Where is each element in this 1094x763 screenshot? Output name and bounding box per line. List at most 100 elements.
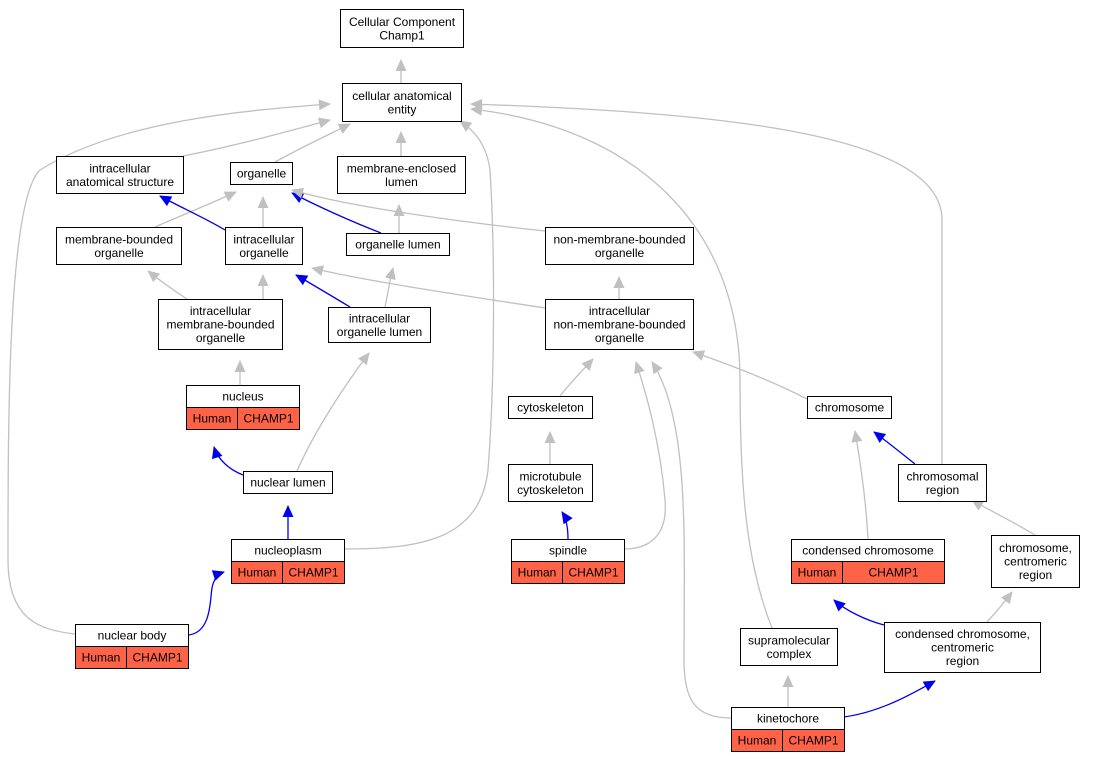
node-label: nuclear lumen — [250, 476, 325, 490]
node-label: microtubule — [519, 469, 581, 483]
node-label: organelle — [595, 331, 645, 345]
node-box — [508, 464, 593, 502]
edge-line — [843, 680, 936, 718]
node-label: intracellular — [233, 232, 294, 246]
edge-imbo-is_a-mbo — [147, 270, 188, 300]
edge-arrowhead — [257, 274, 269, 286]
edge-line — [7, 103, 331, 635]
edge-ol-part_of-organelle — [291, 192, 382, 234]
edge-arrowhead — [634, 361, 645, 375]
edge-line — [296, 352, 370, 472]
node-label: Champ1 — [379, 28, 425, 42]
edge-arrowhead — [544, 431, 556, 443]
edge-iol-part_of-io — [295, 274, 351, 308]
node-label: intracellular — [589, 304, 650, 318]
node-label: complex — [767, 647, 812, 661]
node-label: kinetochore — [757, 712, 819, 726]
node-box — [243, 471, 333, 494]
go-term-node-ol[interactable]: organelle lumen — [346, 233, 450, 256]
edge-arrowhead — [311, 265, 325, 277]
edge-line — [623, 361, 666, 550]
go-term-node-organelle[interactable]: organelle — [230, 162, 293, 185]
node-label: organelle — [239, 246, 289, 260]
node-label: centromeric — [931, 641, 994, 655]
node-box — [337, 156, 466, 194]
go-term-node-cytoskeleton[interactable]: cytoskeleton — [508, 396, 593, 419]
node-box — [340, 9, 464, 48]
annotation-gene-cell — [782, 729, 845, 752]
node-label: Cellular Component — [349, 15, 456, 29]
node-label: cellular anatomical — [352, 89, 451, 103]
node-box — [991, 535, 1080, 588]
node-label: non-membrane-bounded — [553, 232, 685, 246]
node-box — [740, 628, 838, 666]
node-label: supramolecular — [748, 633, 830, 647]
edge-cytoskeleton-is_a-inmbo — [559, 358, 594, 397]
edge-line — [291, 189, 546, 232]
edge-mtc-is_a-cytoskeleton — [544, 431, 556, 464]
node-label: organelle lumen — [337, 325, 422, 339]
go-term-node-nuclear-lumen[interactable]: nuclear lumen — [243, 471, 333, 494]
edge-inmbo-is_a-io — [311, 265, 546, 309]
edge-arrowhead — [211, 446, 223, 460]
node-label: cytoskeleton — [517, 401, 584, 415]
edge-arrowhead — [384, 267, 396, 281]
edge-layer — [7, 59, 1036, 719]
edge-condensed-is_a-chromosome — [851, 430, 869, 540]
edge-supra-is_a-cae — [470, 104, 773, 629]
node-box — [508, 396, 593, 419]
edge-nucleoplasm-part_of-nuclear_lumen — [282, 505, 294, 539]
annotation-gene: CHAMP1 — [568, 566, 618, 580]
node-label: anatomical structure — [66, 175, 174, 189]
edge-line — [470, 103, 943, 464]
node-box — [328, 307, 431, 343]
edge-mel-is_a-cae — [395, 131, 407, 156]
edge-ias-is_a-cae — [182, 117, 331, 157]
node-label: intracellular — [349, 311, 410, 325]
node-label: nuclear body — [98, 629, 167, 643]
annotation-gene: CHAMP1 — [788, 734, 838, 748]
edge-arrowhead — [318, 99, 331, 111]
go-term-node-chromosome[interactable]: chromosome — [807, 396, 892, 419]
edge-kinetochore-part_of-cccr — [843, 680, 936, 718]
edge-nuclear_body-part_of-nucleoplasm — [187, 570, 225, 636]
node-label: membrane-bounded — [166, 318, 274, 332]
edge-cae-is_a-root — [395, 59, 407, 83]
annotation-gene-cell — [282, 561, 345, 584]
edge-arrowhead — [257, 196, 269, 208]
edge-line — [854, 430, 869, 540]
annotation-species: Human — [798, 566, 837, 580]
go-term-node-inmbo[interactable]: intracellularnon-membrane-boundedorganel… — [545, 299, 694, 350]
annotation-gene: CHAMP1 — [868, 566, 918, 580]
edge-arrowhead — [851, 430, 863, 443]
edge-io-is_a-organelle — [257, 196, 269, 227]
edge-arrowhead — [223, 191, 237, 202]
node-box — [56, 156, 184, 194]
edge-arrowhead — [692, 350, 706, 361]
edge-mbo-is_a-organelle — [154, 191, 237, 228]
node-label: region — [926, 483, 959, 497]
annotation-gene-cell — [237, 407, 300, 430]
annotation-gene: CHAMP1 — [132, 651, 182, 665]
node-box — [342, 83, 462, 122]
